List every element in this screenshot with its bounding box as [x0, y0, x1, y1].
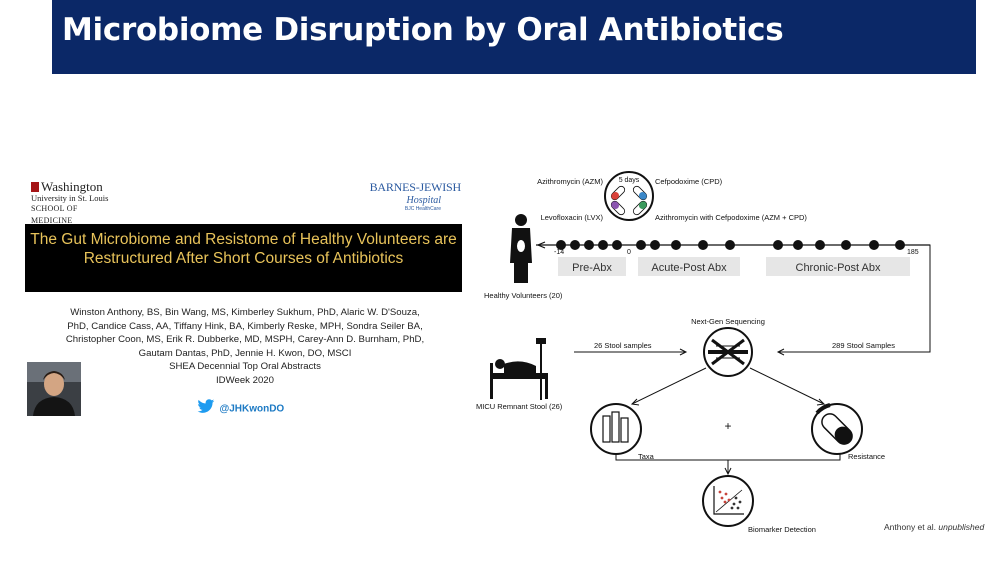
right-connector [778, 244, 931, 353]
patient-bed-icon [490, 338, 548, 400]
phase-label: Acute-Post Abx [651, 262, 727, 274]
dna-sequencer-icon [703, 327, 753, 377]
twitter-handle: @JHKwonDO [219, 403, 285, 415]
healthy-volunteers-label: Healthy Volunteers (20) [484, 291, 563, 300]
citation: Anthony et al. unpublished [884, 522, 984, 532]
resistance-pill-icon [811, 403, 863, 455]
timeline-zero: 0 [627, 249, 631, 256]
conference-line: IDWeek 2020 [216, 374, 274, 386]
sample-dots [556, 240, 905, 250]
bjh-line-1: BARNES-JEWISH [369, 180, 462, 194]
timeline-start: -14 [554, 249, 564, 256]
cpd-label: Cefpodoxime (CPD) [655, 177, 723, 186]
conference-line: SHEA Decennial Top Oral Abstracts [169, 361, 321, 372]
logo-line-2: University in St. Louis [31, 193, 109, 203]
title-bar: Microbiome Disruption by Oral Antibiotic… [52, 0, 976, 74]
timeline-arrowhead [536, 241, 546, 249]
study-design-diagram: 5 days Azithromycin (AZM) Cefpodoxime (C… [470, 168, 994, 538]
bjh-line-2: Hospital [406, 195, 441, 206]
twitter-icon [197, 399, 215, 419]
left-flow-label: 26 Stool samples [594, 341, 652, 350]
bjh-logo: BARNES-JEWISH Hospital BJC HealthCare [369, 180, 462, 212]
bjh-line-3: BJC HealthCare [404, 206, 441, 212]
logo-line-1: Washington [41, 179, 103, 194]
citation-authors: Anthony et al. [884, 522, 936, 532]
resistance-label: Resistance [848, 452, 885, 461]
washu-logo: Washington University in St. Louis SCHOO… [31, 180, 121, 227]
sequencing-label: Next-Gen Sequencing [691, 317, 765, 326]
phase-box-chronic [766, 257, 910, 276]
twitter-link[interactable]: @JHKwonDO [197, 399, 284, 419]
taxa-arrow [631, 367, 707, 405]
author-list: Winston Anthony, BS, Bin Wang, MS, Kimbe… [45, 306, 445, 387]
phase-box-acute [638, 257, 740, 276]
right-flow-label: 289 Stool Samples [832, 341, 895, 350]
micu-label: MICU Remnant Stool (26) [476, 402, 563, 411]
resistance-arrow [749, 367, 825, 405]
phase-label: Pre-Abx [572, 262, 612, 274]
biomarker-plot-icon [702, 475, 754, 527]
volunteer-icon [510, 214, 532, 283]
taxa-icon [590, 403, 642, 455]
presenter-photo [27, 362, 81, 416]
phase-box-pre [558, 257, 626, 276]
timeline-end: 185 [907, 249, 919, 256]
citation-status: unpublished [938, 522, 985, 532]
abstract-panel: Washington University in St. Louis SCHOO… [25, 174, 462, 420]
capsule-icon [610, 185, 648, 216]
author-line: Gautam Dantas, PhD, Jennie H. Kwon, DO, … [138, 347, 352, 359]
paper-title-box: The Gut Microbiome and Resistome of Heal… [25, 224, 462, 292]
duration-label: 5 days [619, 177, 640, 184]
biomarker-label: Biomarker Detection [748, 525, 816, 534]
shield-icon [31, 182, 39, 192]
author-line: Winston Anthony, BS, Bin Wang, MS, Kimbe… [70, 307, 420, 318]
author-line: PhD, Candice Cass, AA, Tiffany Hink, BA,… [67, 320, 423, 332]
slide-title: Microbiome Disruption by Oral Antibiotic… [62, 12, 784, 48]
paper-title: The Gut Microbiome and Resistome of Heal… [30, 231, 457, 267]
logo-line-3: SCHOOL OF MEDICINE [31, 204, 78, 225]
phase-label: Chronic-Post Abx [796, 262, 881, 274]
azm-label: Azithromycin (AZM) [537, 177, 603, 186]
taxa-label: Taxa [638, 452, 655, 461]
plus-sign: + [724, 419, 731, 433]
author-line: Christopher Coon, MS, Erik R. Dubberke, … [65, 334, 425, 345]
azm-cpd-label: Azithromycin with Cefpodoxime (AZM + CPD… [655, 213, 807, 222]
lvx-label: Levofloxacin (LVX) [541, 213, 604, 222]
